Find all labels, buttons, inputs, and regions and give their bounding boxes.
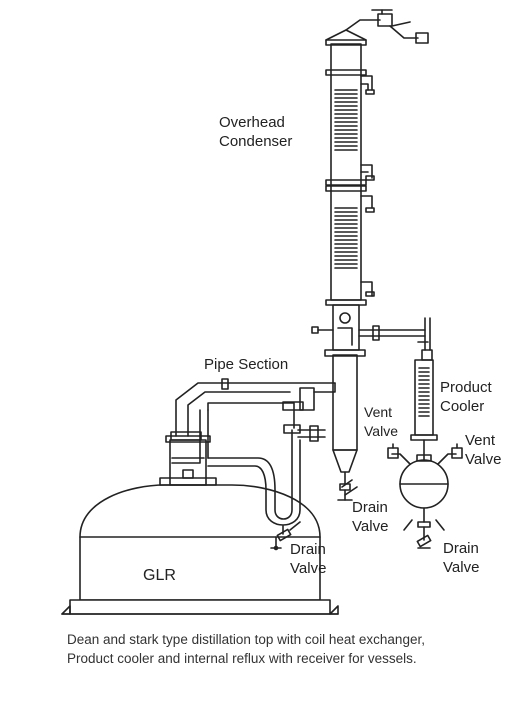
top-vent <box>345 9 429 44</box>
label-drain-valve-column: Drain Valve <box>352 499 389 535</box>
vent-valve-receiver-right <box>437 443 463 465</box>
label-pipe-section: Pipe Section <box>204 356 289 373</box>
label-overhead-condenser: Overhead Condenser <box>219 114 293 150</box>
caption-line-2: Product cooler and internal reflux with … <box>67 651 417 666</box>
condenser-coil-upper <box>334 89 358 151</box>
label-drain-valve-receiver: Drain Valve <box>443 540 480 576</box>
label-drain-valve-u-tube: Drain Valve <box>290 541 327 577</box>
drain-valve-column <box>341 479 358 496</box>
overhead-condenser <box>325 29 375 306</box>
decanter-head <box>311 304 360 351</box>
label-vent-valve-right: Vent Valve <box>465 432 502 468</box>
label-product-cooler: Product Cooler <box>440 379 492 415</box>
drain-valve-receiver <box>416 526 432 549</box>
receiver <box>399 454 449 531</box>
u-tube <box>207 424 301 526</box>
label-glr: GLR <box>143 567 176 584</box>
drain-valve-u-tube <box>270 521 301 551</box>
glr-vessel <box>61 484 339 615</box>
vent-valve-receiver-left <box>387 443 411 465</box>
figure-caption: Dean and stark type distillation top wit… <box>67 630 425 668</box>
caption-line-1: Dean and stark type distillation top wit… <box>67 632 425 647</box>
product-cooler <box>410 359 438 461</box>
reflux-line <box>171 401 326 464</box>
label-vent-valve-left: Vent Valve <box>364 404 398 439</box>
product-line <box>358 317 433 361</box>
condenser-coil-lower <box>334 207 358 269</box>
decanter-column <box>324 349 366 501</box>
vapour-line <box>170 378 336 441</box>
